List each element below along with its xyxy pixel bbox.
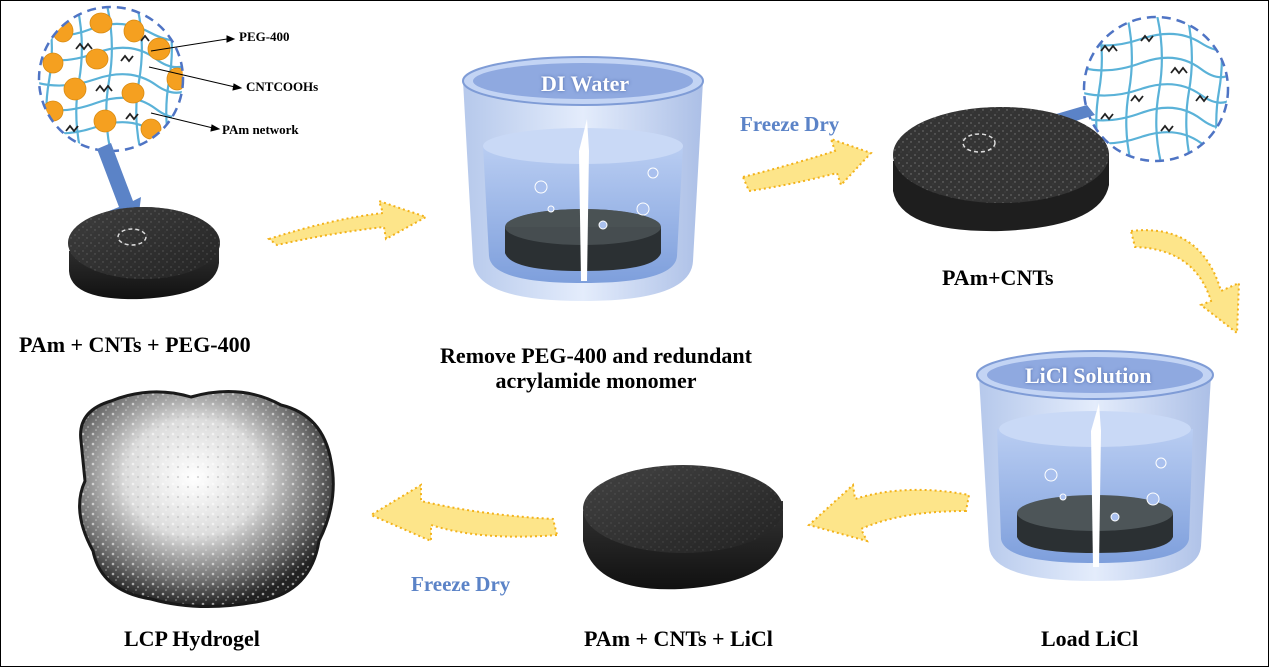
label-lcp-hydrogel: LCP Hydrogel — [124, 626, 260, 651]
process-arrow-3 — [1129, 229, 1241, 335]
process-arrow-2 — [741, 137, 873, 193]
process-arrow-4 — [806, 482, 971, 543]
lcp-hydrogel-sample — [78, 390, 335, 609]
network-zoom-circle-2 — [1082, 15, 1230, 163]
label-pam-cnts: PAm+CNTs — [942, 265, 1054, 290]
label-pam-cnts-peg400: PAm + CNTs + PEG-400 — [19, 332, 251, 357]
beaker-di-water — [462, 56, 704, 301]
process-arrow-1 — [266, 199, 429, 247]
label-freeze-dry-2: Freeze Dry — [411, 572, 511, 596]
label-remove-peg: Remove PEG-400 and redundant acrylamide … — [406, 343, 786, 394]
label-peg-400: PEG-400 — [239, 29, 290, 44]
disk-pam-cnt-peg — [68, 207, 220, 300]
disk-pam-cnt — [893, 107, 1109, 232]
label-freeze-dry-1: Freeze Dry — [740, 112, 840, 136]
beaker-licl-solution — [976, 350, 1214, 581]
label-remove-peg-line1: Remove PEG-400 and redundant — [440, 343, 752, 368]
beaker-label-licl-solution: LiCl Solution — [1025, 363, 1152, 388]
label-pam-cnts-licl: PAm + CNTs + LiCl — [584, 626, 773, 651]
label-pam-network: PAm network — [222, 122, 299, 137]
label-load-licl: Load LiCl — [1041, 626, 1139, 651]
label-cntcoohs: CNTCOOHs — [246, 79, 319, 94]
beaker-label-di-water: DI Water — [541, 71, 630, 96]
callout-lines — [148, 35, 243, 132]
network-zoom-circle-1 — [37, 5, 185, 153]
label-remove-peg-line2: acrylamide monomer — [495, 368, 697, 394]
disk-pam-cnt-licl — [583, 465, 783, 590]
zoom-pointer-arrow-1 — [97, 143, 141, 229]
process-arrow-5 — [368, 483, 559, 543]
